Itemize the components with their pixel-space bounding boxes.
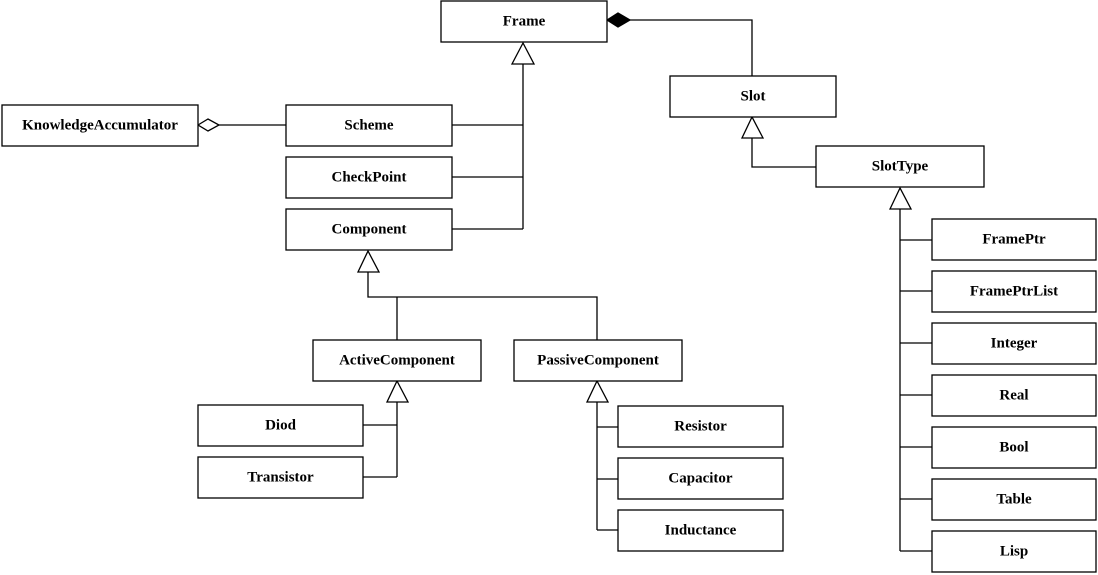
class-component-label: Component <box>331 222 406 238</box>
class-frame-label: Frame <box>503 14 546 30</box>
class-frameptrlist-label: FramePtrList <box>970 284 1058 300</box>
class-passivecomponent-label: PassiveComponent <box>537 353 659 369</box>
class-integer-label: Integer <box>991 336 1038 352</box>
class-lisp: Lisp <box>931 530 1097 573</box>
class-activecomponent-label: ActiveComponent <box>339 353 455 369</box>
class-checkpoint: CheckPoint <box>285 156 453 199</box>
passivecomponent-inheritance-triangle-icon <box>585 379 610 403</box>
class-scheme: Scheme <box>285 104 453 147</box>
class-lisp-label: Lisp <box>1000 544 1028 560</box>
class-knowledgeaccumulator-label: KnowledgeAccumulator <box>22 118 178 134</box>
class-resistor: Resistor <box>617 405 784 448</box>
class-slottype: SlotType <box>815 145 985 188</box>
generalization-component-trunk <box>367 272 598 340</box>
class-passivecomponent: PassiveComponent <box>513 339 683 382</box>
class-frame: Frame <box>440 0 608 43</box>
class-capacitor: Capacitor <box>617 457 784 500</box>
class-resistor-label: Resistor <box>674 419 727 435</box>
class-frameptr: FramePtr <box>931 218 1097 261</box>
class-slot: Slot <box>669 75 837 118</box>
activecomponent-inheritance-triangle-icon <box>385 379 410 403</box>
class-capacitor-label: Capacitor <box>668 471 732 487</box>
class-scheme-label: Scheme <box>344 118 393 134</box>
composition-frame-slot-line <box>630 19 753 76</box>
class-transistor-label: Transistor <box>247 470 314 486</box>
class-inductance-label: Inductance <box>665 523 737 539</box>
class-diod-label: Diod <box>265 418 297 434</box>
class-bool-label: Bool <box>999 440 1028 456</box>
class-diod: Diod <box>197 404 364 447</box>
aggregation-diamond-icon <box>196 118 221 132</box>
class-checkpoint-label: CheckPoint <box>332 170 407 186</box>
class-inductance: Inductance <box>617 509 784 552</box>
class-bool: Bool <box>931 426 1097 469</box>
component-inheritance-triangle-icon <box>356 249 381 273</box>
class-knowledgeaccumulator: KnowledgeAccumulator <box>1 104 199 147</box>
class-slot-label: Slot <box>740 89 765 105</box>
class-slottype-label: SlotType <box>872 159 929 175</box>
class-real: Real <box>931 374 1097 417</box>
class-integer: Integer <box>931 322 1097 365</box>
frame-inheritance-triangle-icon <box>510 41 536 65</box>
class-real-label: Real <box>999 388 1028 404</box>
class-table-label: Table <box>996 492 1032 508</box>
class-transistor: Transistor <box>197 456 364 499</box>
composition-diamond-icon <box>605 12 632 28</box>
generalization-slottype-slot-line <box>751 138 816 168</box>
class-frameptrlist: FramePtrList <box>931 270 1097 313</box>
slot-inheritance-triangle-icon <box>740 115 765 139</box>
slottype-inheritance-triangle-icon <box>888 186 913 210</box>
class-table: Table <box>931 478 1097 521</box>
class-component: Component <box>285 208 453 251</box>
class-activecomponent: ActiveComponent <box>312 339 482 382</box>
class-frameptr-label: FramePtr <box>982 232 1046 248</box>
